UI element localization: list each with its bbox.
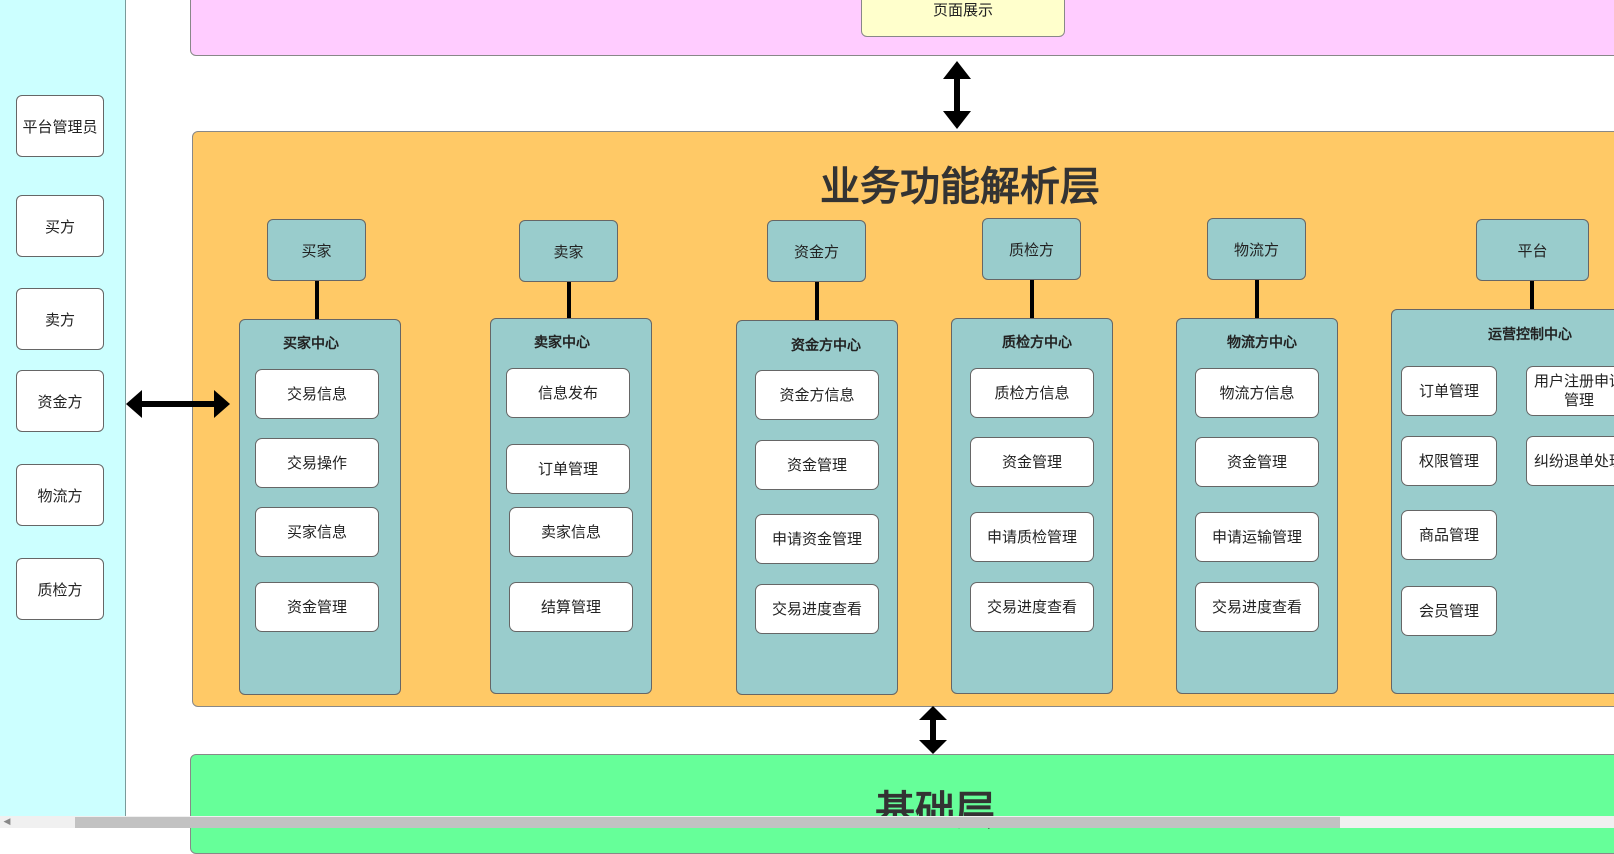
inspector-item: 质检方信息 <box>970 368 1094 418</box>
ops-item: 权限管理 <box>1401 436 1497 486</box>
seller-item: 结算管理 <box>509 582 633 632</box>
role-head-inspector: 质检方 <box>982 218 1081 280</box>
role-buyer: 买方 <box>16 195 104 257</box>
ops-item: 纠纷退单处理 <box>1526 436 1614 486</box>
role-head-logistics: 物流方 <box>1207 218 1306 280</box>
logistics-item: 物流方信息 <box>1195 368 1319 418</box>
horizontal-double-arrow <box>126 390 230 418</box>
logistics-item: 资金管理 <box>1195 437 1319 487</box>
role-funder: 资金方 <box>16 370 104 432</box>
business-layer-title: 业务功能解析层 <box>820 164 1100 210</box>
role-head-buyer: 买家 <box>267 219 366 281</box>
inspector-item: 申请质检管理 <box>970 512 1094 562</box>
vertical-double-arrow-bottom <box>919 706 947 754</box>
logistics-item: 申请运输管理 <box>1195 512 1319 562</box>
vertical-double-arrow-top <box>943 61 971 129</box>
buyer-item: 交易信息 <box>255 369 379 419</box>
funder-item: 资金方信息 <box>755 370 879 420</box>
role-platform-admin: 平台管理员 <box>16 95 104 157</box>
role-head-funder: 资金方 <box>767 220 866 282</box>
ops-center-title: 运营控制中心 <box>1488 327 1572 343</box>
funder-center-title: 资金方中心 <box>791 338 861 354</box>
connector-line <box>1030 280 1034 318</box>
seller-item: 卖家信息 <box>509 507 633 557</box>
buyer-item: 交易操作 <box>255 438 379 488</box>
connector-line <box>815 282 819 320</box>
connector-line <box>1530 281 1534 309</box>
ops-item: 用户注册申请管理 <box>1526 366 1614 416</box>
inspector-item: 资金管理 <box>970 437 1094 487</box>
connector-line <box>1255 280 1259 318</box>
role-seller: 卖方 <box>16 288 104 350</box>
connector-line <box>315 281 319 320</box>
business-function-layer <box>192 131 1614 707</box>
seller-center-title: 卖家中心 <box>534 335 590 351</box>
ops-item: 会员管理 <box>1401 586 1497 636</box>
seller-item: 订单管理 <box>506 444 630 494</box>
logistics-center-title: 物流方中心 <box>1227 335 1297 351</box>
seller-item: 信息发布 <box>506 368 630 418</box>
buyer-item: 买家信息 <box>255 507 379 557</box>
funder-item: 交易进度查看 <box>755 584 879 634</box>
role-inspector: 质检方 <box>16 558 104 620</box>
connector-line <box>567 282 571 318</box>
role-head-platform: 平台 <box>1476 219 1589 281</box>
scrollbar-thumb[interactable] <box>75 817 1340 828</box>
funder-item: 资金管理 <box>755 440 879 490</box>
logistics-item: 交易进度查看 <box>1195 582 1319 632</box>
ops-item: 订单管理 <box>1401 366 1497 416</box>
inspector-center-title: 质检方中心 <box>1002 335 1072 351</box>
role-logistics: 物流方 <box>16 464 104 526</box>
role-head-seller: 卖家 <box>519 220 618 282</box>
scroll-left-arrow-icon[interactable]: ◀ <box>3 817 11 827</box>
page-display-node: 页面展示 <box>861 0 1065 37</box>
buyer-item: 资金管理 <box>255 582 379 632</box>
ops-item: 商品管理 <box>1401 510 1497 560</box>
inspector-item: 交易进度查看 <box>970 582 1094 632</box>
funder-item: 申请资金管理 <box>755 514 879 564</box>
buyer-center-title: 买家中心 <box>283 336 339 352</box>
